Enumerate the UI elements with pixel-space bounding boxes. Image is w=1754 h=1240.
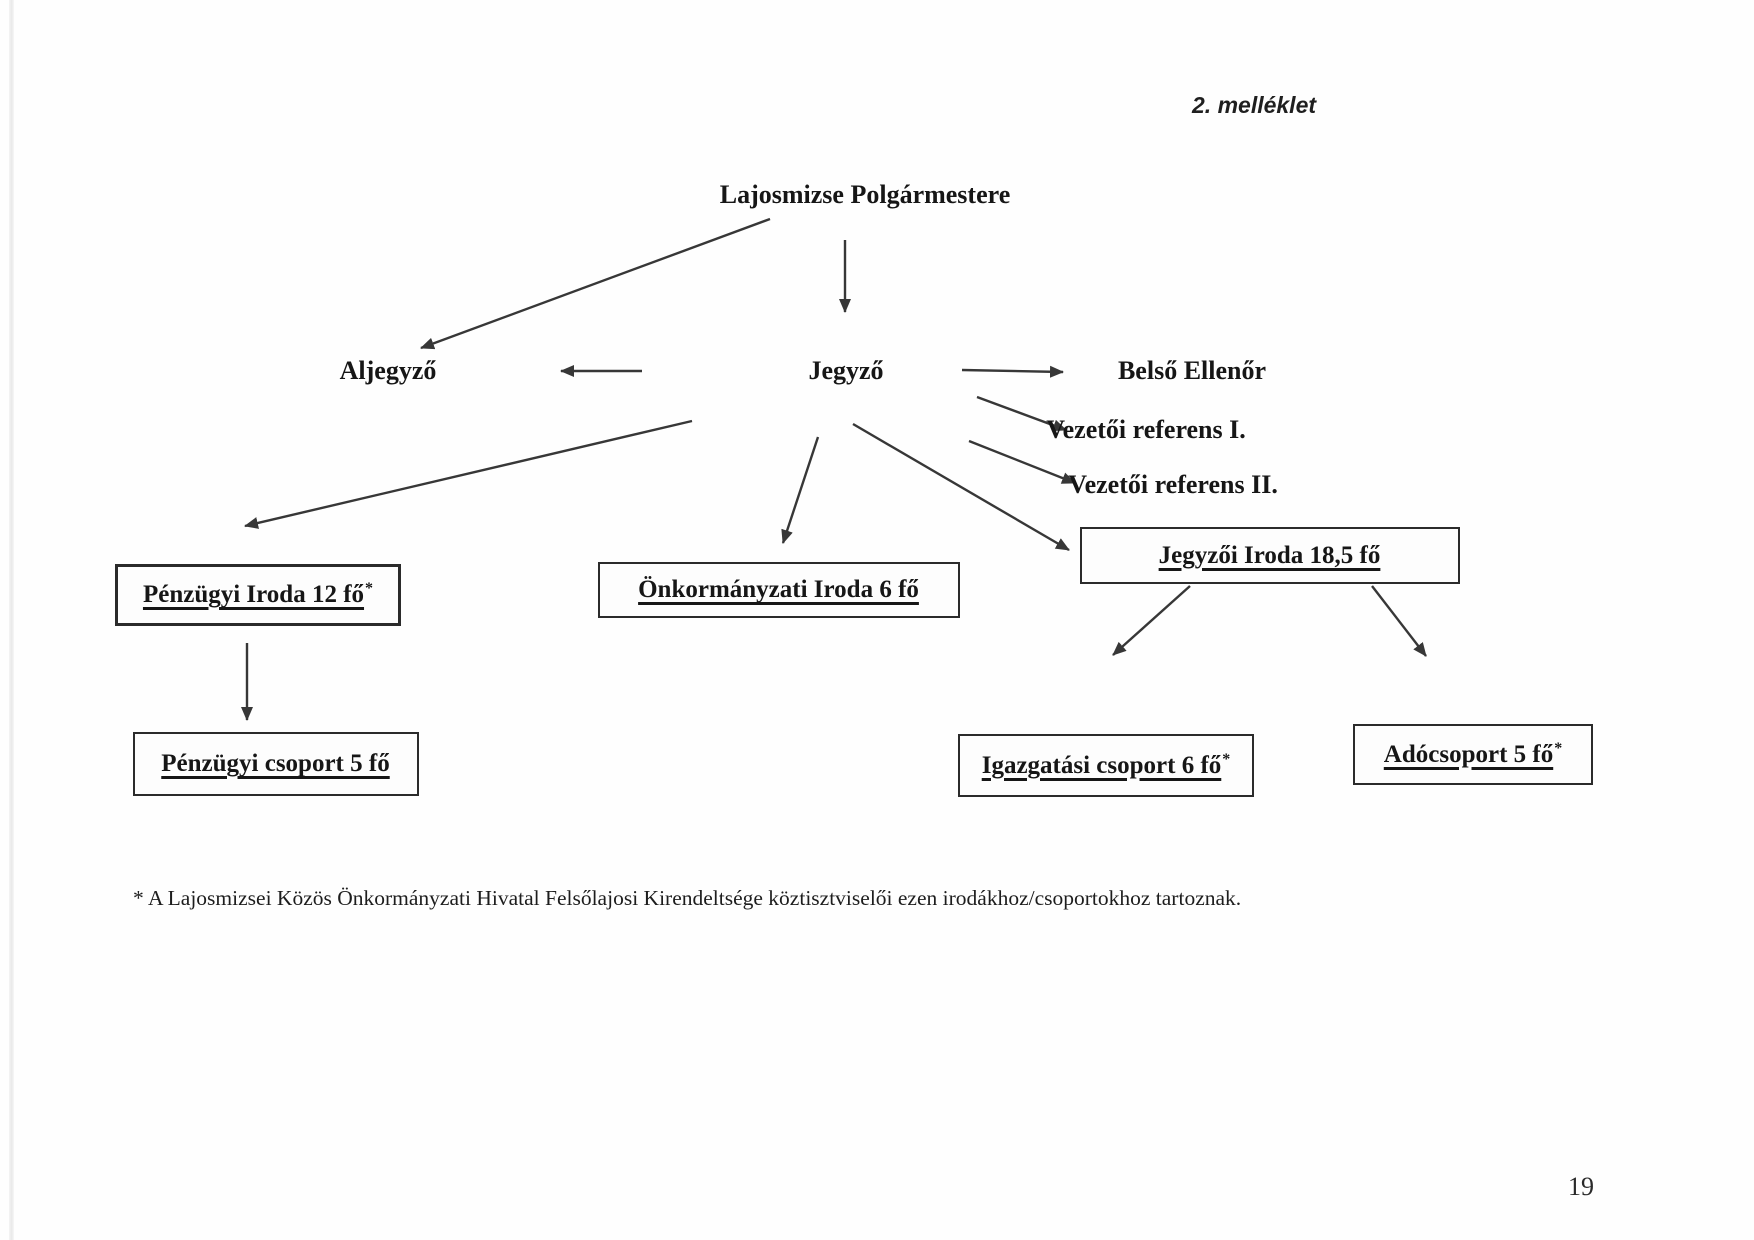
box-onkormanyzati-iroda: Önkormányzati Iroda 6 fő (598, 562, 960, 618)
arrow-jegyzo-to-penzugyi-iroda (244, 419, 693, 529)
arrow-jegyzo-to-belso-ellenor (961, 365, 1064, 378)
box-onkormanyzati-iroda-label: Önkormányzati Iroda 6 fő (638, 576, 919, 603)
box-igazgatasi-csoport: Igazgatási csoport 6 fő* (958, 734, 1254, 797)
appendix-label: 2. melléklet (1192, 92, 1317, 118)
node-aljegyzo: Aljegyző (339, 356, 437, 385)
node-jegyzo: Jegyző (808, 356, 884, 385)
box-penzugyi-csoport-label: Pénzügyi csoport 5 fő (161, 750, 390, 777)
arrow-mayor-to-aljegyzo (420, 217, 771, 350)
node-vezetoi-referens-2: Vezetői referens II. (1068, 470, 1278, 499)
scan-edge-artifact (9, 0, 14, 1240)
box-jegyzoi-iroda: Jegyzői Iroda 18,5 fő (1080, 527, 1460, 584)
box-jegyzoi-iroda-label: Jegyzői Iroda 18,5 fő (1158, 541, 1381, 569)
arrow-jegyzo-to-vezetoi-referens-1 (976, 395, 1067, 432)
arrow-jegyzo-to-onkormanyzati-iroda (781, 436, 820, 544)
footnote-text: * A Lajosmizsei Közös Önkormányzati Hiva… (133, 886, 1242, 910)
page-number: 19 (1568, 1172, 1594, 1201)
box-penzugyi-iroda: Pénzügyi Iroda 12 fő* (115, 564, 401, 626)
arrow-jegyzo-to-jegyzoi-iroda (852, 422, 1070, 552)
arrow-jegyzoi-iroda-to-igazgatasi (1112, 585, 1191, 656)
node-belso-ellenor: Belső Ellenőr (1117, 356, 1267, 385)
box-penzugyi-iroda-label: Pénzügyi Iroda 12 fő (142, 581, 365, 608)
box-igazgatasi-csoport-label: Igazgatási csoport 6 fő (981, 751, 1222, 779)
node-mayor: Lajosmizse Polgármestere (719, 180, 1011, 209)
box-penzugyi-csoport: Pénzügyi csoport 5 fő (133, 732, 419, 796)
box-adocsoport: Adócsoport 5 fő* (1353, 724, 1593, 785)
arrow-jegyzoi-iroda-to-adocsoport (1371, 585, 1427, 657)
node-vezetoi-referens-1: Vezetői referens I. (1046, 415, 1246, 444)
box-adocsoport-label: Adócsoport 5 fő (1383, 740, 1554, 768)
arrow-jegyzo-to-vezetoi-referens-2 (968, 439, 1076, 485)
